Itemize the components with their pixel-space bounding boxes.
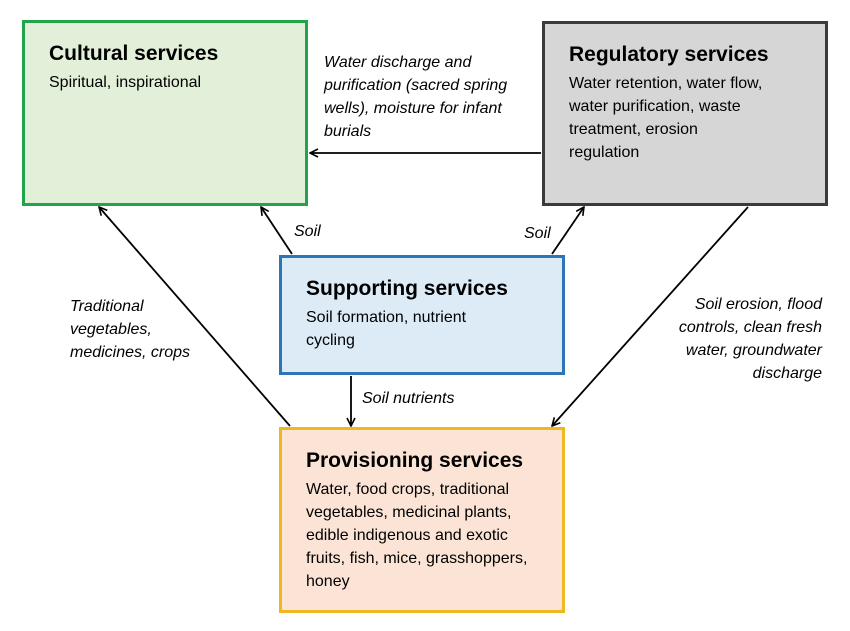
regulatory-services-title: Regulatory services [569, 43, 769, 66]
regulatory-services-box: Regulatory services Water retention, wat… [542, 21, 828, 206]
cultural-services-box: Cultural services Spiritual, inspiration… [22, 20, 308, 206]
label-supporting-to-regulatory: Soil [524, 225, 551, 242]
provisioning-services-desc: Water, food crops, traditional vegetable… [306, 481, 528, 590]
label-supporting-to-cultural: Soil [294, 223, 321, 240]
arrow-supporting-to-cultural [261, 207, 293, 255]
supporting-services-box: Supporting services Soil formation, nutr… [279, 255, 565, 375]
supporting-services-title: Supporting services [306, 277, 508, 300]
label-regulatory-to-cultural: Water discharge and purification (sacred… [324, 54, 508, 140]
supporting-services-desc: Soil formation, nutrient cycling [306, 309, 467, 349]
label-regulatory-to-provisioning: Soil erosion, flood controls, clean fres… [678, 296, 822, 382]
cultural-services-title: Cultural services [49, 42, 219, 65]
cultural-services-desc: Spiritual, inspirational [49, 74, 202, 91]
regulatory-services-desc: Water retention, water flow, water purif… [569, 75, 763, 161]
provisioning-services-box: Provisioning services Water, food crops,… [279, 427, 565, 613]
arrow-regulatory-to-provisioning [552, 206, 749, 426]
arrow-provisioning-to-cultural [99, 207, 291, 427]
arrow-supporting-to-regulatory [551, 207, 584, 255]
provisioning-services-title: Provisioning services [306, 449, 524, 472]
label-provisioning-to-cultural: Traditional vegetables, medicines, crops [70, 298, 191, 361]
label-supporting-to-provisioning: Soil nutrients [362, 390, 455, 407]
